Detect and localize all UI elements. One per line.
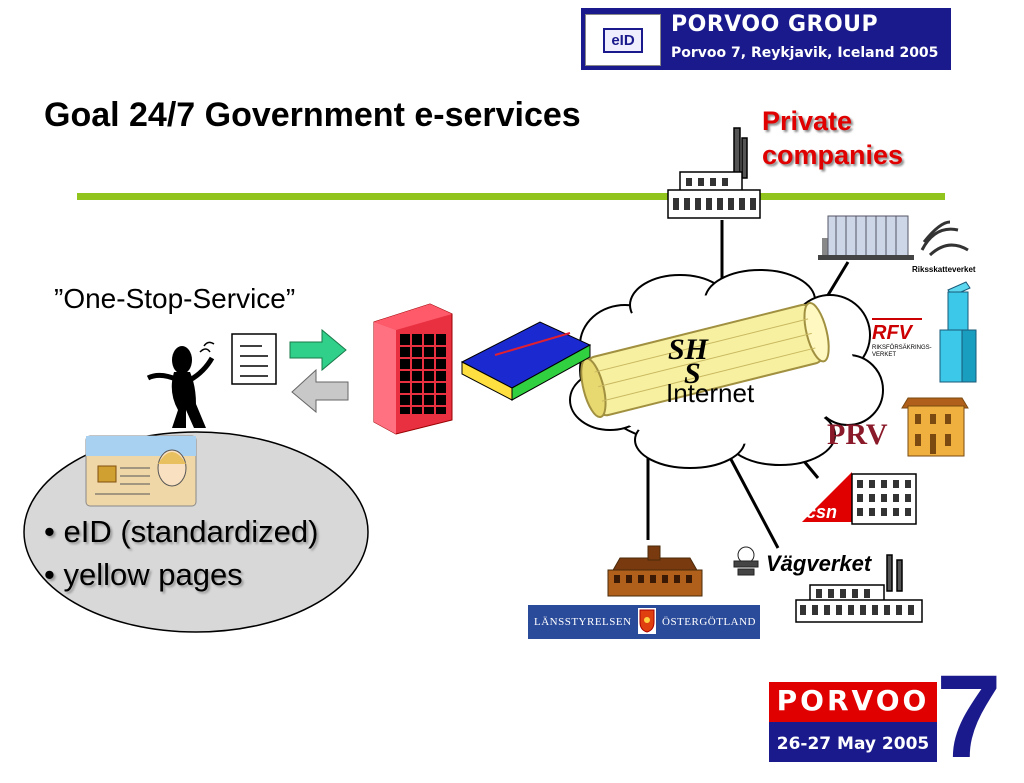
porvoo7-title: PORVOO	[776, 684, 930, 717]
porvoo7-dates: 26-27 May 2005	[776, 734, 930, 754]
arrow-left-icon	[291, 368, 349, 414]
ostergotland-text: ÖSTERGÖTLAND	[662, 616, 756, 628]
vagverket-emblem-icon	[733, 546, 759, 576]
porvoo7-seven: 7	[936, 651, 1002, 783]
rfv-label: RFV	[872, 322, 912, 344]
bullet-list: • eID (standardized) • yellow pages	[44, 510, 318, 596]
yellow-pages-book-icon	[460, 321, 592, 401]
connection-lines	[646, 220, 850, 549]
shs-cylinder	[580, 301, 830, 419]
group-subtitle: Porvoo 7, Reykjavik, Iceland 2005	[671, 45, 939, 61]
private-line-1: Private	[762, 106, 853, 136]
porvoo-group-logo: eID PORVOO GROUP Porvoo 7, Reykjavik, Ic…	[581, 8, 951, 70]
slide-title: Goal 24/7 Government e-services	[44, 96, 581, 134]
rfv-sub-label: RIKSFÖRSÄKRINGS-VERKET	[872, 345, 932, 358]
bullet-yellow-pages: • yellow pages	[44, 557, 243, 592]
blue-tower-icon	[939, 281, 977, 383]
shs-line-2: S	[684, 357, 701, 390]
private-line-2: companies	[762, 140, 904, 170]
document-icon	[231, 333, 277, 385]
prv-building-icon	[901, 397, 969, 457]
person-figure-icon	[146, 341, 215, 428]
vagverket-factory-icon	[795, 554, 923, 623]
csn-text: csn	[806, 502, 837, 522]
shs-line-1: SH	[668, 333, 709, 366]
eid-logo-box: eID	[585, 14, 661, 66]
private-companies-label: Private companies	[762, 104, 903, 172]
porvoo7-logo-red-band	[769, 682, 937, 722]
internet-label: Internet	[666, 378, 755, 408]
prv-label: PRV	[827, 418, 888, 451]
vagverket-label: Vägverket	[766, 551, 872, 576]
rsv-label: Riksskatteverket	[912, 265, 976, 274]
factory-top-icon	[667, 127, 761, 219]
eid-card-icon	[85, 435, 197, 507]
bullet-eid: • eID (standardized)	[44, 514, 319, 549]
one-stop-service-label: ”One-Stop-Service”	[54, 283, 296, 314]
arrow-right-icon	[289, 328, 347, 372]
csn-logo-icon	[802, 472, 917, 525]
rsv-swirl-icon	[920, 220, 969, 257]
eid-logo-text: eID	[603, 27, 643, 53]
office-building-icon	[373, 303, 453, 435]
lansstyrelsen-text: LÄNSSTYRELSEN	[534, 616, 632, 628]
title-divider	[77, 193, 945, 200]
line-to-vagverket	[724, 449, 780, 549]
rsv-building-icon	[818, 215, 914, 260]
group-title: PORVOO GROUP	[671, 12, 879, 37]
rfv-logo-icon	[872, 318, 922, 320]
lansstyrelsen-house-icon	[607, 545, 703, 597]
shs-label: SH S	[668, 333, 708, 391]
